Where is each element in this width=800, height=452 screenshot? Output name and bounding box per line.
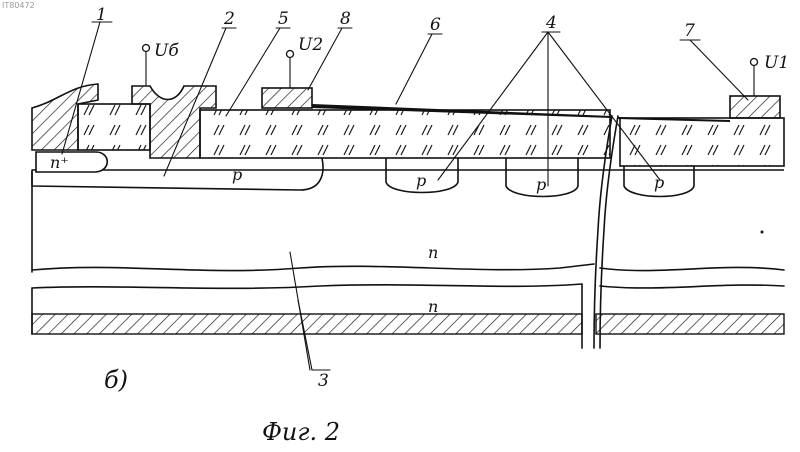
bottom-contact-left: [32, 314, 582, 334]
callout-1: 1: [96, 5, 107, 25]
p-base-label: p: [232, 165, 242, 184]
n-plus-label: n⁺: [50, 153, 69, 172]
callout-2: 2: [223, 9, 235, 29]
n-drift-label: n: [428, 243, 438, 262]
subfigure-label: б): [104, 366, 128, 394]
callout-7: 7: [684, 21, 695, 41]
lower-n-top-right: [600, 285, 784, 288]
drift-bottom-right: [600, 267, 784, 270]
terminal-u1: U1: [751, 53, 790, 96]
p-ring-1-label: p: [416, 171, 426, 190]
callout-6: 6: [430, 15, 441, 35]
n-lower-label: n: [428, 297, 438, 316]
terminal-ub: Uб: [143, 41, 180, 86]
terminal-u2: U2: [287, 35, 324, 88]
callout-8: 8: [340, 9, 351, 29]
terminal-u2-label: U2: [298, 35, 323, 55]
p-ring-2-label: p: [536, 175, 546, 194]
n-plus-region: [36, 152, 107, 172]
figure-caption: Фиг. 2: [262, 418, 340, 446]
lower-n-top-boundary: [32, 284, 582, 288]
watermark: IT80472: [2, 1, 35, 10]
oxide-block-left: [78, 104, 150, 150]
callout-4: 4: [545, 13, 557, 33]
collector-electrode: [730, 96, 780, 118]
terminal-ub-label: Uб: [154, 41, 179, 61]
terminal-u1-label: U1: [764, 53, 789, 73]
callout-5: 5: [278, 9, 289, 29]
substrate-left: [32, 170, 594, 348]
drift-bottom-boundary: [32, 264, 594, 271]
bottom-contact-right: [596, 314, 784, 334]
gate-electrode: [262, 88, 312, 108]
p-ring-3-label: p: [654, 173, 664, 192]
stray-dot: [761, 231, 764, 234]
callout-3: 3: [318, 371, 329, 391]
